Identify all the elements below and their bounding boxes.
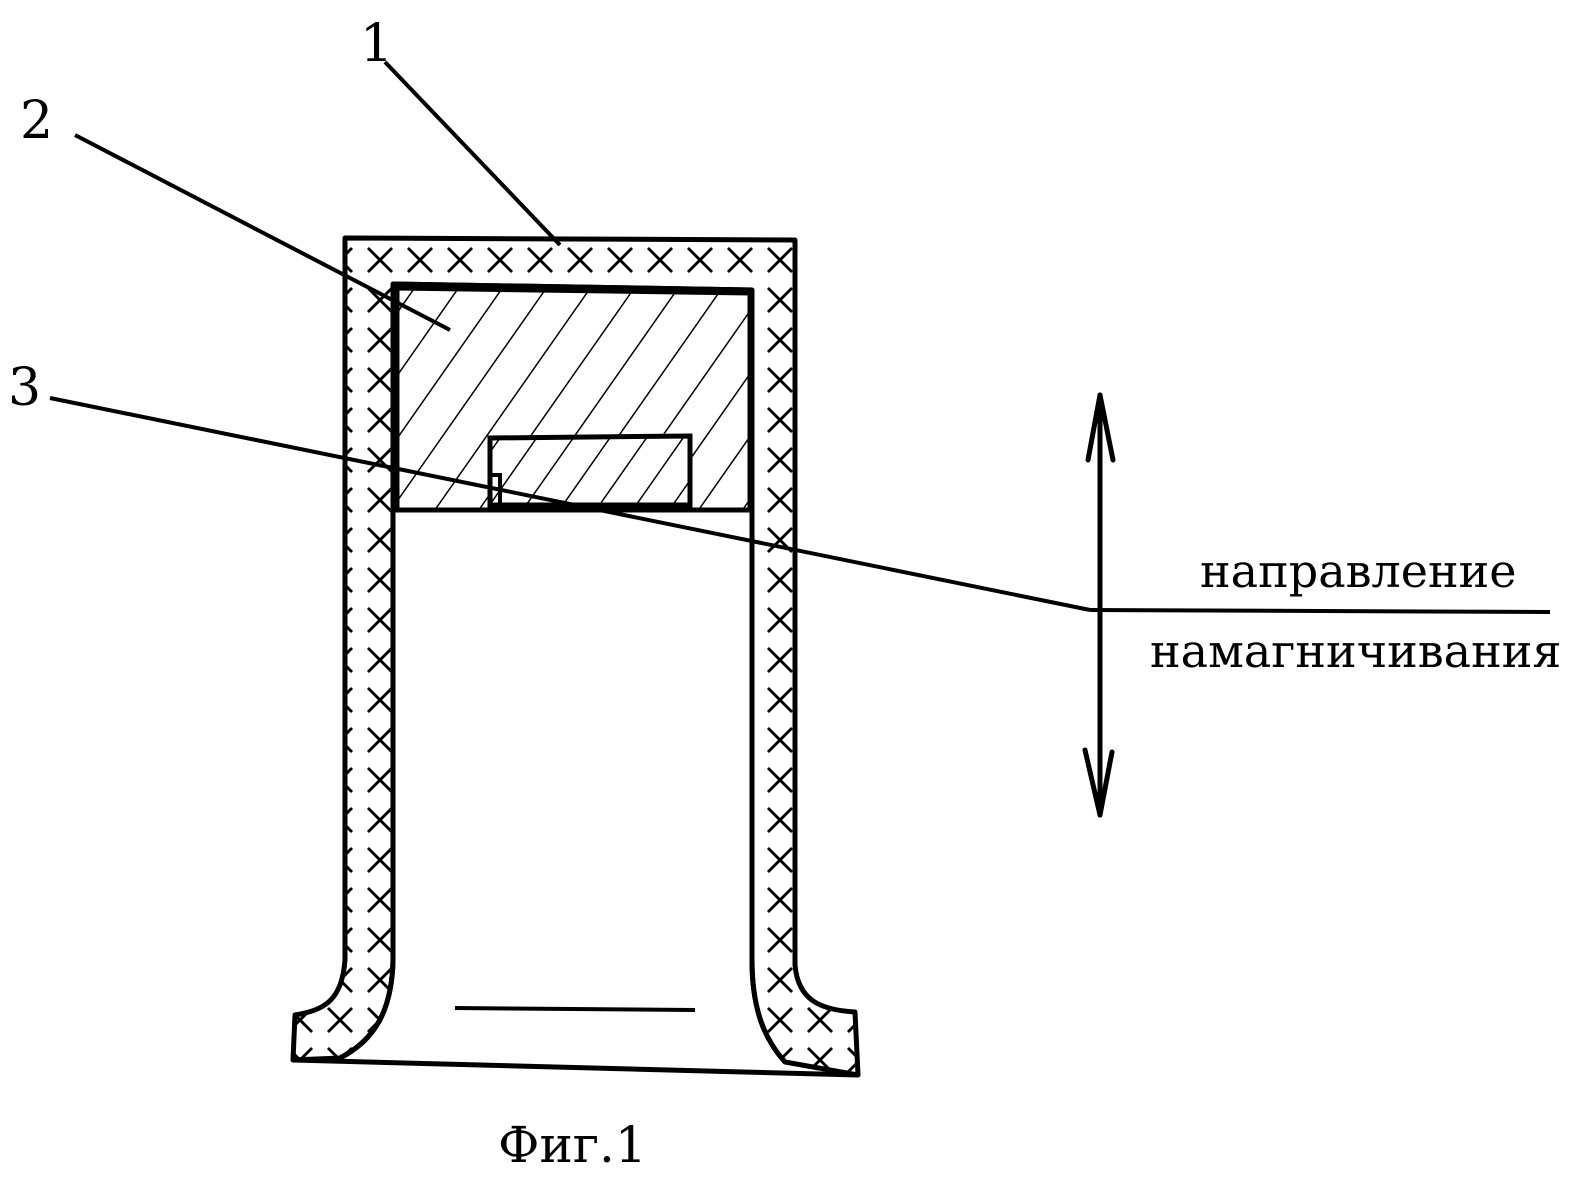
direction-label-line1: направление — [1200, 548, 1517, 594]
leader-1 — [385, 62, 560, 245]
label-part-1: 1 — [360, 18, 393, 70]
magnetization-arrow — [1085, 395, 1113, 815]
label-part-3: 3 — [8, 362, 41, 414]
leader-2 — [75, 135, 450, 330]
direction-label-line2: намагничивания — [1150, 628, 1561, 674]
figure-caption: Фиг.1 — [498, 1120, 647, 1170]
direction-leader — [1090, 610, 1550, 612]
label-part-2: 2 — [20, 95, 53, 147]
leader-lines — [50, 62, 1550, 612]
